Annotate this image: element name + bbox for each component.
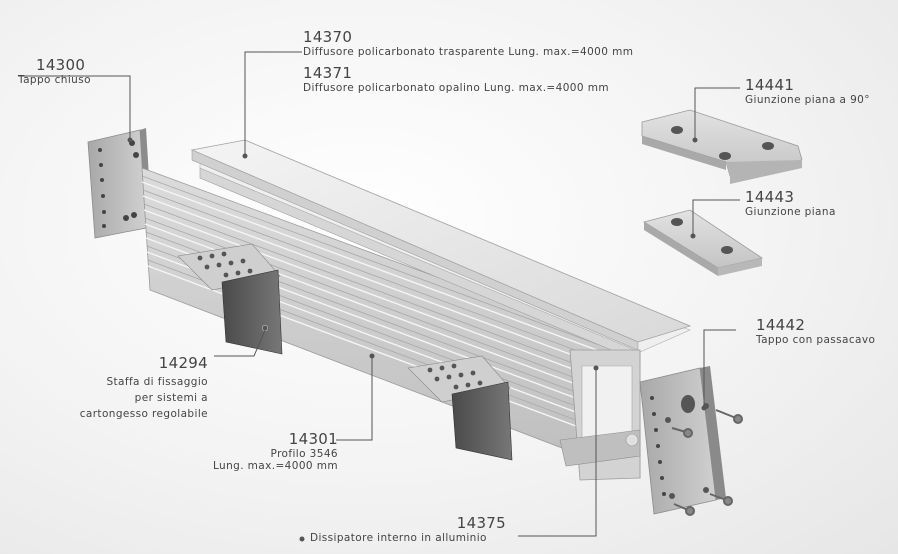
callout-14370: 14370 Diffusore policarbonato trasparent…	[303, 28, 633, 58]
callout-desc: Tappo chiuso	[18, 74, 91, 86]
end-cap-cable-gland	[639, 366, 743, 516]
callout-14443: 14443 Giunzione piana	[745, 188, 836, 218]
callout-desc: Tappo con passacavo	[756, 334, 876, 346]
callout-14300: 14300 Tappo chiuso	[18, 56, 91, 86]
flat-joint	[642, 209, 763, 276]
callout-desc-line1: Profilo 3546	[270, 448, 338, 460]
callout-code: 14371	[303, 64, 353, 82]
callout-desc-line3: cartongesso regolabile	[79, 408, 208, 420]
mounting-bracket	[177, 243, 283, 355]
flat-joint-90	[641, 109, 803, 184]
callout-desc-line1: Staffa di fissaggio	[106, 376, 208, 388]
callout-code: 14370	[303, 28, 353, 46]
leader-lines	[18, 51, 740, 537]
callout-code: 14300	[36, 56, 86, 74]
leader-dots	[127, 137, 707, 542]
callout-desc: Diffusore policarbonato trasparente Lung…	[303, 46, 634, 58]
callout-14301: 14301 Profilo 3546 Lung. max.=4000 mm	[180, 430, 338, 472]
callout-14371: 14371 Diffusore policarbonato opalino Lu…	[303, 64, 609, 94]
callout-14294: 14294 Staffa di fissaggio per sistemi a …	[40, 354, 208, 420]
callout-desc-line2: Lung. max.=4000 mm	[212, 460, 338, 472]
callout-desc: Giunzione piana a 90°	[745, 94, 870, 106]
callout-14375: 14375 Dissipatore interno in alluminio	[310, 514, 520, 544]
end-cap-closed	[87, 128, 152, 239]
callout-desc-line2: per sistemi a	[134, 392, 208, 404]
callout-code: 14443	[745, 188, 795, 206]
callout-code: 14441	[745, 76, 795, 94]
mounting-bracket-second	[407, 355, 513, 461]
callout-code: 14442	[756, 316, 806, 334]
callout-code: 14301	[288, 430, 338, 448]
callout-desc: Giunzione piana	[745, 206, 836, 218]
callout-desc: Diffusore policarbonato opalino Lung. ma…	[303, 82, 609, 94]
callout-14442: 14442 Tappo con passacavo	[756, 316, 875, 346]
callout-code: 14375	[456, 514, 506, 532]
callout-desc: Dissipatore interno in alluminio	[310, 532, 487, 544]
diffuser	[190, 139, 692, 351]
callout-code: 14294	[158, 354, 208, 372]
callout-14441: 14441 Giunzione piana a 90°	[745, 76, 870, 106]
